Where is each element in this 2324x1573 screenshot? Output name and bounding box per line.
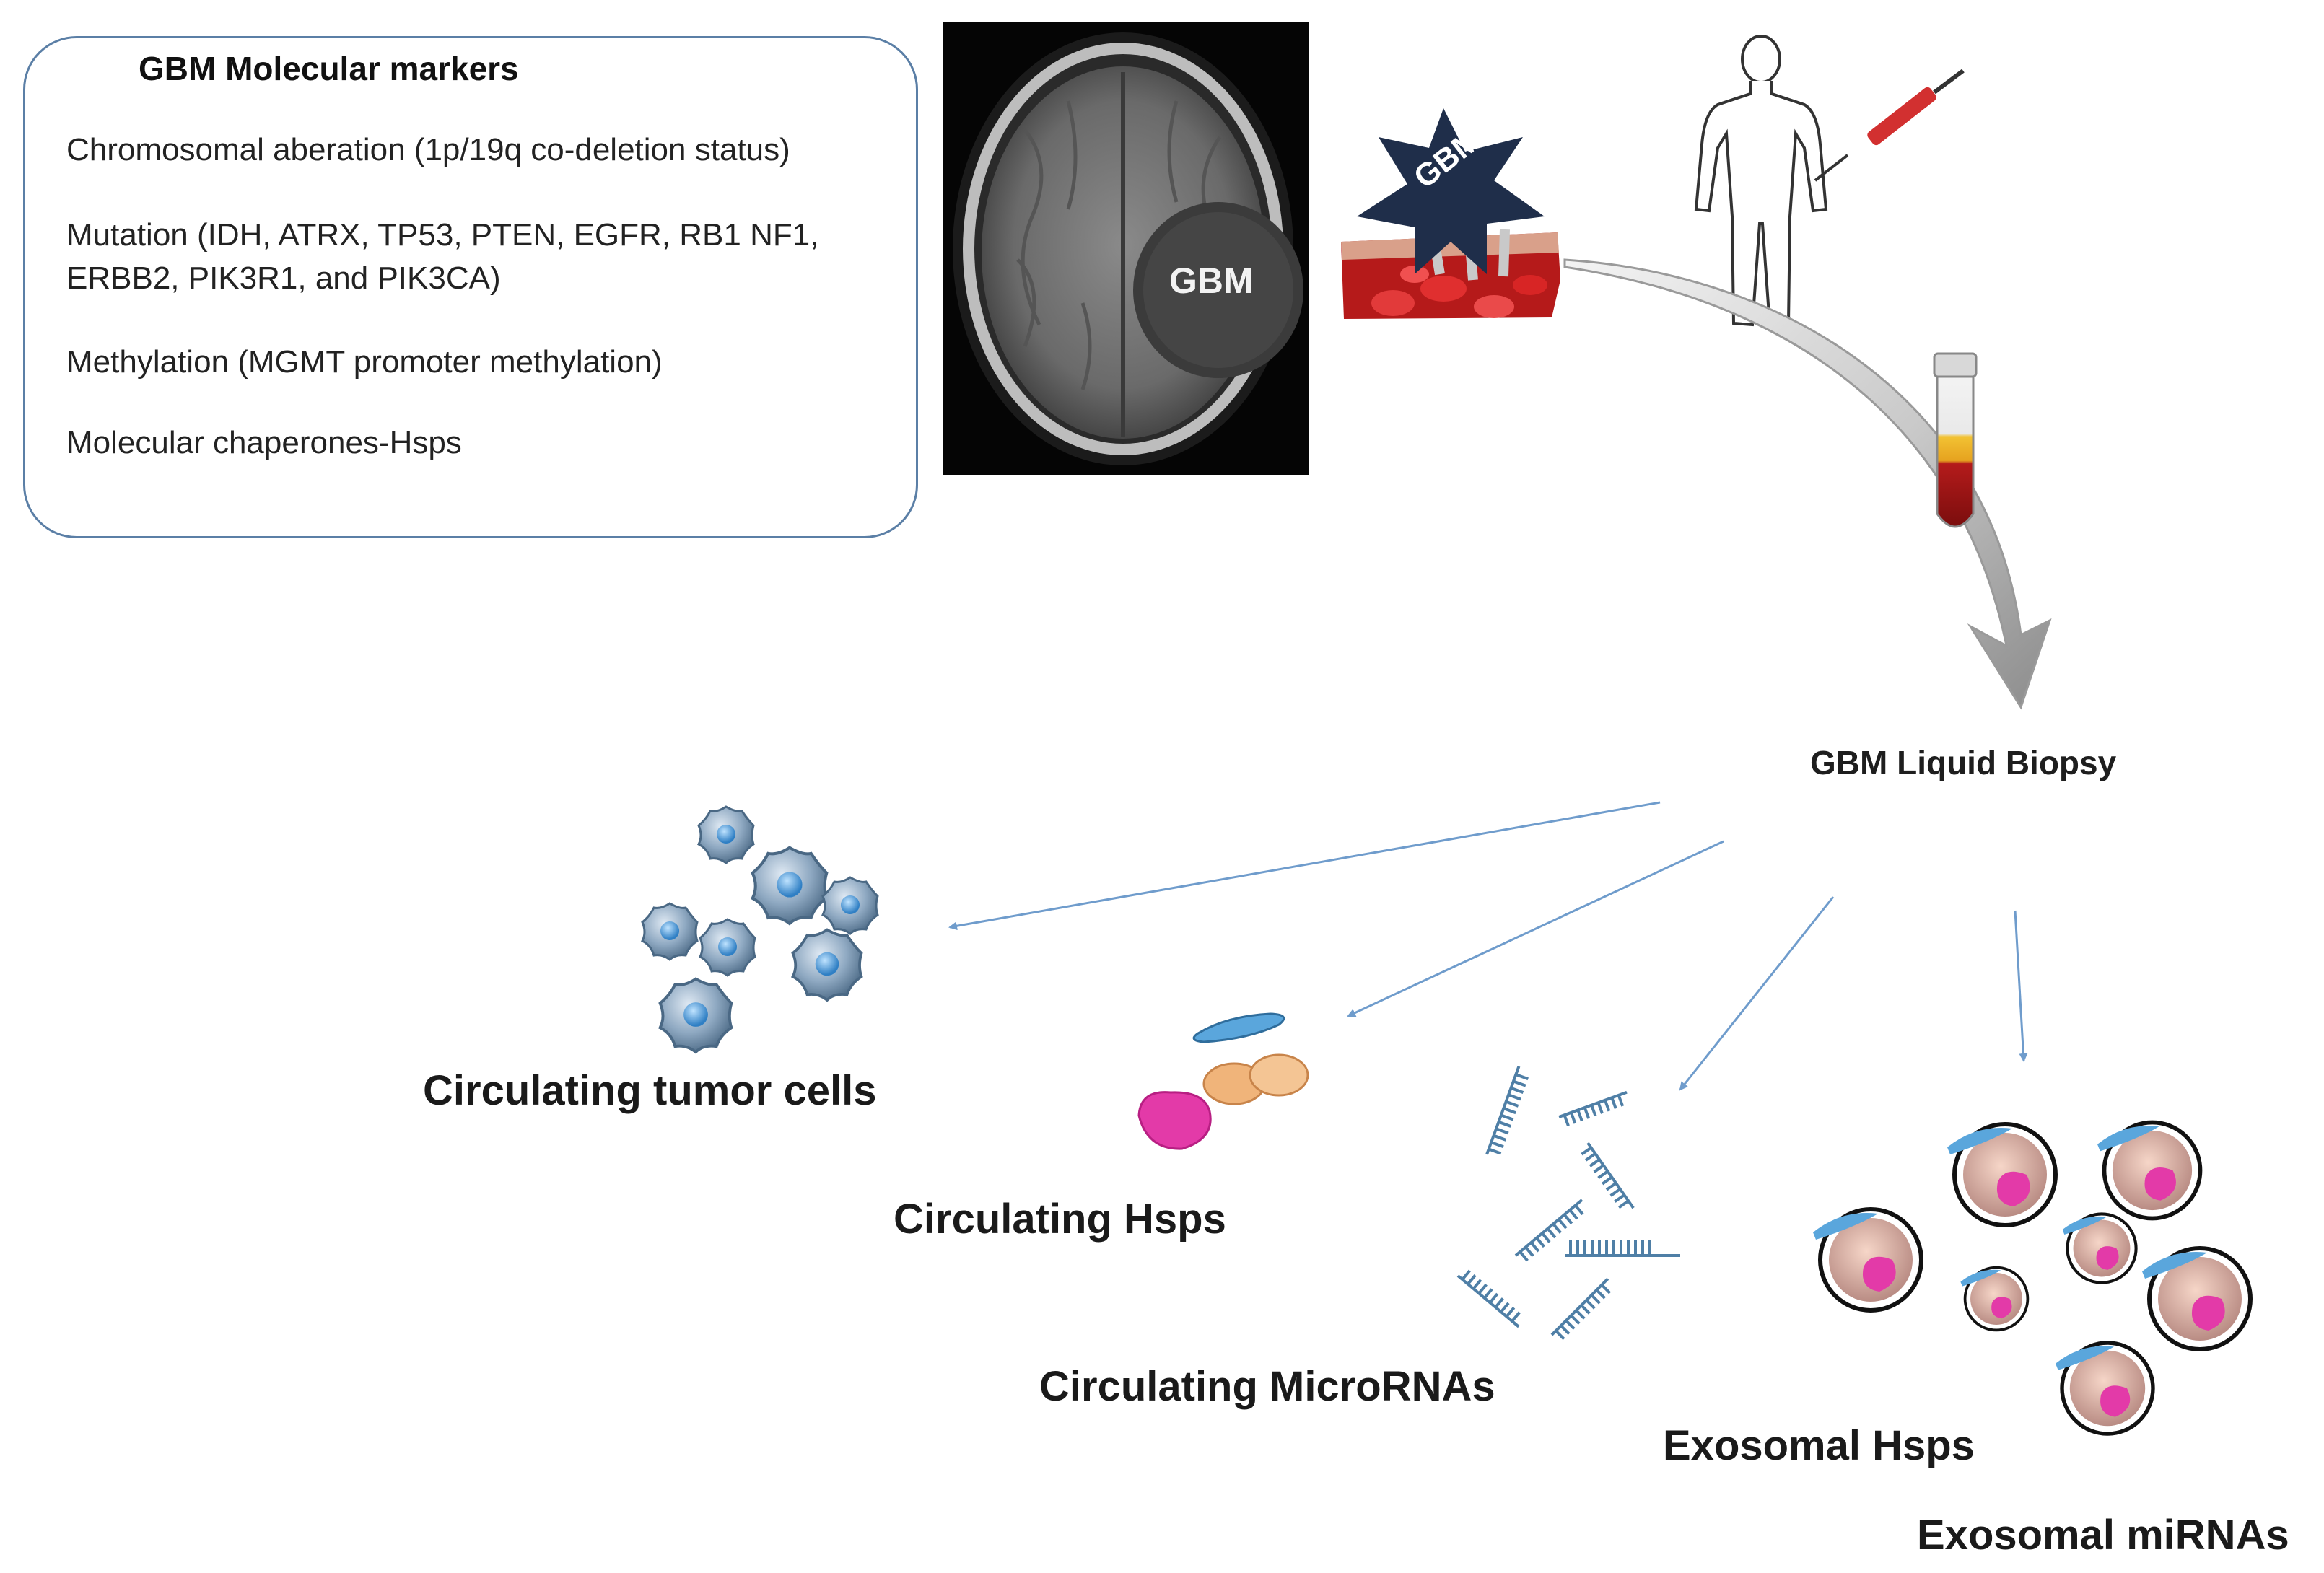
gbm-tumor-star <box>1357 108 1545 274</box>
marker-chromosomal: Chromosomal aberation (1p/19q co-deletio… <box>66 132 790 167</box>
exosome <box>1947 1122 2058 1227</box>
liquid-biopsy-label: GBM Liquid Biopsy <box>1810 744 2117 781</box>
tumor-cell <box>790 928 863 1002</box>
molecular-markers-box <box>23 36 918 538</box>
arrow-to-exosomes <box>2014 910 2028 1062</box>
exosome <box>2097 1120 2203 1221</box>
branch-arrows <box>948 801 2028 1091</box>
label-circulating-tumor-cells: Circulating tumor cells <box>423 1067 877 1114</box>
arrow-to-ctc <box>948 801 1661 931</box>
exosome <box>2142 1246 2253 1351</box>
label-circulating-hsps: Circulating Hsps <box>894 1196 1226 1243</box>
tumor-cell <box>750 846 829 926</box>
marker-chaperones: Molecular chaperones-Hsps <box>66 425 462 460</box>
label-exosomal-hsps: Exosomal Hsps <box>1663 1422 1975 1469</box>
hsp-proteins-icon <box>1137 1012 1309 1150</box>
label-exosomal-mirnas: Exosomal miRNAs <box>1917 1512 2289 1559</box>
tumor-cells-cluster <box>640 805 879 1054</box>
tumor-cell <box>821 876 879 936</box>
exosome <box>2062 1212 2138 1284</box>
exosome <box>2056 1341 2155 1436</box>
arrow-to-hsps <box>1347 840 1724 1017</box>
microrna-strands-icon <box>1456 1066 1680 1341</box>
blood-tube-icon <box>1933 352 1978 528</box>
exosome <box>1960 1266 2030 1332</box>
marker-methylation: Methylation (MGMT promoter methylation) <box>66 344 663 380</box>
exosomes-icon <box>1813 1120 2253 1436</box>
tumor-cell <box>658 977 733 1054</box>
big-curved-arrow <box>1563 258 2052 710</box>
arrow-to-mirna <box>1679 896 1835 1091</box>
tumor-cell <box>696 805 755 865</box>
tumor-cell <box>698 918 756 978</box>
syringe-icon <box>1814 69 1965 182</box>
exosome <box>1813 1207 1923 1313</box>
blood-vessel-image <box>1341 229 1560 319</box>
marker-mutation-line1: Mutation (IDH, ATRX, TP53, PTEN, EGFR, R… <box>66 217 819 253</box>
label-circulating-micrornas: Circulating MicroRNAs <box>1039 1363 1495 1410</box>
mri-scan-image <box>943 22 1309 475</box>
markers-title: GBM Molecular markers <box>139 50 519 87</box>
marker-mutation-line2: ERBB2, PIK3R1, and PIK3CA) <box>66 260 501 296</box>
human-figure-icon <box>1694 35 1828 327</box>
tumor-cell <box>640 902 699 962</box>
mri-gbm-label: GBM <box>1169 260 1254 301</box>
